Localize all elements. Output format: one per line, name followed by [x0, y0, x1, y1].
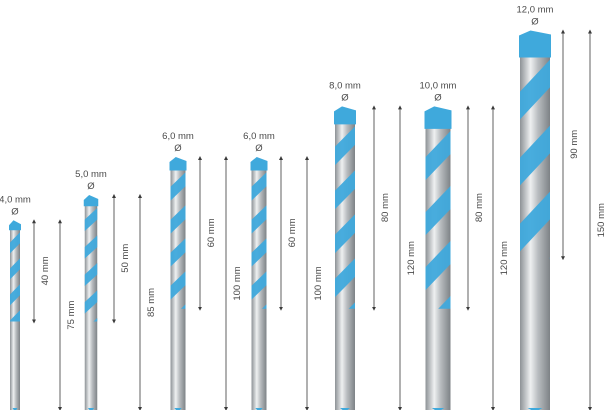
working-length-label: 80 mm: [474, 193, 485, 222]
diameter-label: 12,0 mm: [517, 5, 554, 16]
bit-flute: [251, 172, 267, 309]
carbide-tip: [334, 106, 356, 125]
bit-flute: [425, 130, 451, 309]
diameter-label: 4,0 mm: [0, 194, 31, 205]
drill-bit-6: 10,0 mmØ 80 mm 120 mm: [420, 80, 510, 410]
carbide-tip: [424, 106, 452, 129]
carbide-tip: [83, 194, 99, 207]
bit-flute: [335, 126, 355, 309]
diameter-label: 10,0 mm: [420, 80, 457, 91]
drill-bit-3: 6,0 mmØ 60 mm 100 mm: [162, 131, 243, 410]
working-length-label: 60 mm: [206, 218, 217, 247]
diameter-symbol: Ø: [255, 143, 263, 154]
working-length-label: 40 mm: [40, 256, 51, 285]
bit-flute: [520, 59, 550, 259]
drill-bit-1: 4,0 mmØ 40 mm 75 mm: [0, 194, 77, 410]
working-length-label: 80 mm: [380, 193, 391, 222]
drill-bit-7: 12,0 mmØ 90 mm 150 mm: [517, 5, 604, 410]
total-length-label: 85 mm: [146, 288, 157, 317]
carbide-tip: [250, 157, 268, 171]
bit-flute: [10, 232, 20, 322]
total-length-label: 100 mm: [313, 266, 324, 300]
working-length-label: 50 mm: [120, 244, 131, 273]
carbide-tip: [9, 220, 21, 231]
drill-bit-5: 8,0 mmØ 80 mm 120 mm: [329, 80, 417, 410]
diameter-label: 5,0 mm: [75, 169, 107, 180]
diameter-label: 6,0 mm: [162, 131, 194, 142]
total-length-label: 75 mm: [66, 301, 77, 330]
drill-bit-2: 5,0 mmØ 50 mm 85 mm: [75, 169, 157, 410]
diameter-symbol: Ø: [531, 17, 539, 28]
diameter-symbol: Ø: [11, 206, 19, 217]
diameter-label: 6,0 mm: [243, 131, 275, 142]
diameter-symbol: Ø: [341, 92, 349, 103]
working-length-label: 90 mm: [569, 130, 580, 159]
total-length-label: 120 mm: [406, 241, 417, 275]
bit-flute: [84, 208, 98, 322]
total-length-label: 150 mm: [596, 203, 604, 237]
carbide-tip: [519, 30, 551, 58]
bit-flute: [170, 172, 186, 309]
diameter-symbol: Ø: [87, 181, 95, 192]
total-length-label: 120 mm: [499, 241, 510, 275]
working-length-label: 60 mm: [287, 218, 298, 247]
diameter-label: 8,0 mm: [329, 80, 361, 91]
diameter-symbol: Ø: [174, 143, 182, 154]
diameter-symbol: Ø: [434, 92, 442, 103]
total-length-label: 100 mm: [232, 266, 243, 300]
drill-bit-4: 6,0 mmØ 60 mm 100 mm: [243, 131, 324, 410]
carbide-tip: [169, 157, 187, 171]
